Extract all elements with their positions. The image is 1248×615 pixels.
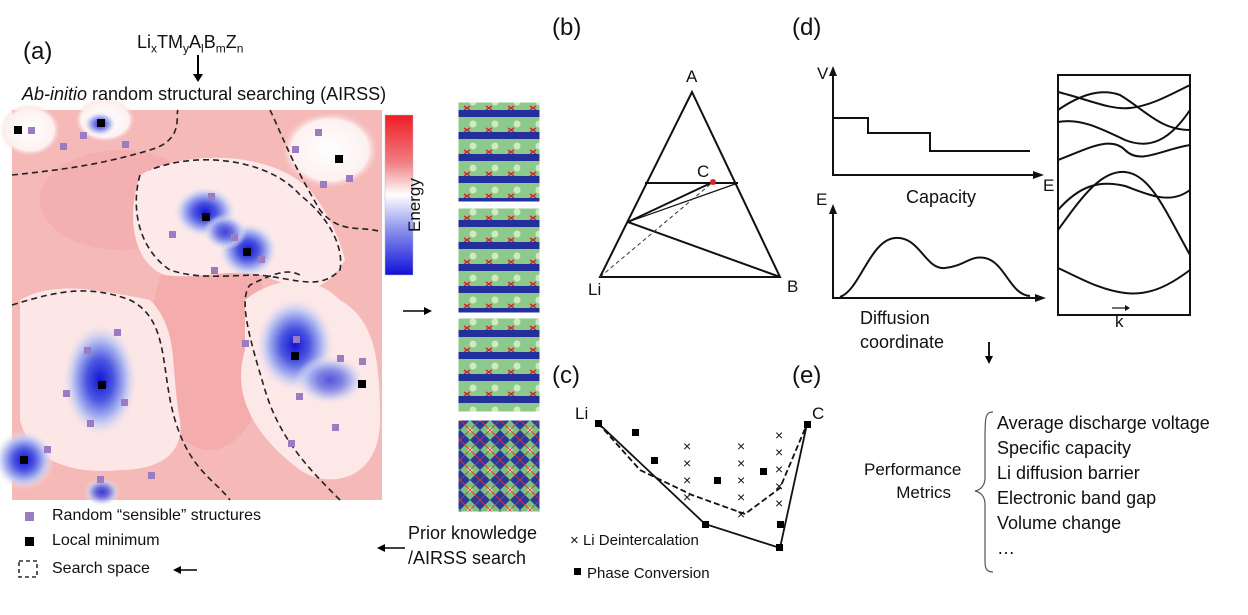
crystal-structures [457, 101, 541, 513]
legend-search-space-label: Search space [52, 560, 150, 577]
local-minimum-markers [14, 119, 366, 464]
x-marker: × [570, 532, 579, 549]
ternary-vertex-b: B [787, 277, 799, 296]
metric-item: Li diffusion barrier [997, 463, 1140, 483]
legend-deintercalation: × Li Deintercalation [570, 532, 699, 549]
panel-label-c: (c) [552, 362, 580, 389]
legend-random-label: Random “sensible” structures [52, 507, 261, 524]
x-marker: × [775, 495, 784, 511]
ternary-point-c: C [697, 162, 710, 181]
band-energy-axis-label: E [1043, 176, 1055, 195]
ternary-vertex-li: Li [588, 280, 602, 299]
x-marker: × [683, 489, 692, 505]
formula-a: A [189, 32, 202, 52]
panel-label-a: (a) [23, 38, 53, 65]
x-marker: × [683, 472, 692, 488]
x-marker: × [683, 455, 692, 471]
x-marker: × [775, 461, 784, 477]
x-marker: × [775, 427, 784, 443]
airss-title: Ab-initio random structural searching (A… [22, 84, 386, 105]
diffusion-barrier-plot [832, 210, 1040, 299]
legend-deintercalation-label: Li Deintercalation [582, 532, 699, 549]
voltage-axis-label: V [817, 64, 829, 83]
panel-label-e: (e) [792, 362, 822, 389]
prior-knowledge-line2: /AIRSS search [408, 548, 527, 568]
x-marker: × [775, 478, 784, 494]
x-marker: × [737, 455, 746, 471]
formula-l: l [201, 41, 204, 56]
formula-n: n [236, 41, 244, 56]
formula-z: Z [225, 32, 237, 52]
x-marker: × [683, 438, 692, 454]
metric-item: Volume change [997, 513, 1122, 533]
x-marker: × [737, 472, 746, 488]
formula-tm: TM [157, 32, 184, 52]
formula-x: x [151, 41, 158, 56]
metric-item: Specific capacity [997, 438, 1132, 458]
diffusion-label-line2: coordinate [860, 332, 945, 352]
x-marker: × [737, 506, 746, 522]
k-vector-label: k [1115, 312, 1124, 331]
hull-c-label: C [812, 404, 825, 423]
metrics-list: Average discharge voltage Specific capac… [997, 411, 1210, 561]
capacity-axis-label: Capacity [906, 187, 977, 207]
colorbar-label: Energy [405, 178, 424, 232]
formula-li: Li [137, 32, 152, 52]
x-marker: × [737, 438, 746, 454]
ternary-diagram [598, 89, 782, 278]
panel-label-d: (d) [792, 14, 822, 41]
performance-metrics-line1: Performance [864, 460, 962, 479]
formula-b: B [203, 32, 216, 52]
energy-axis-label: E [816, 190, 828, 209]
random-structure-markers [28, 127, 366, 483]
legend-phase-conversion: Phase Conversion [587, 565, 710, 582]
legend-local-min-label: Local minimum [52, 532, 160, 549]
convex-hull-plot [574, 420, 811, 575]
performance-metrics-label: Performance Metrics [864, 460, 961, 503]
metric-item: Average discharge voltage [997, 413, 1210, 433]
ternary-vertex-a: A [686, 67, 698, 86]
x-marker: × [775, 444, 784, 460]
metric-item: … [997, 538, 1015, 558]
formula-y: y [183, 41, 190, 56]
search-space-boundaries [11, 109, 383, 501]
diffusion-label-line1: Diffusion [860, 308, 930, 328]
band-structure-plot [1057, 74, 1191, 316]
airss-title-rest: random structural searching (AIRSS) [87, 84, 387, 104]
formula-m: m [215, 41, 226, 56]
metric-item: Electronic band gap [997, 488, 1157, 508]
airss-title-italic: Ab-initio [22, 84, 88, 104]
hull-li-label: Li [575, 404, 589, 423]
performance-metrics-line2: Metrics [896, 483, 952, 502]
voltage-capacity-plot [832, 72, 1038, 176]
panel-label-b: (b) [552, 14, 582, 41]
composition-formula: LixTMyAlBmZn [137, 32, 243, 56]
energy-colorbar [384, 114, 414, 276]
x-marker: × [737, 489, 746, 505]
prior-knowledge-line1: Prior knowledge [408, 523, 538, 543]
